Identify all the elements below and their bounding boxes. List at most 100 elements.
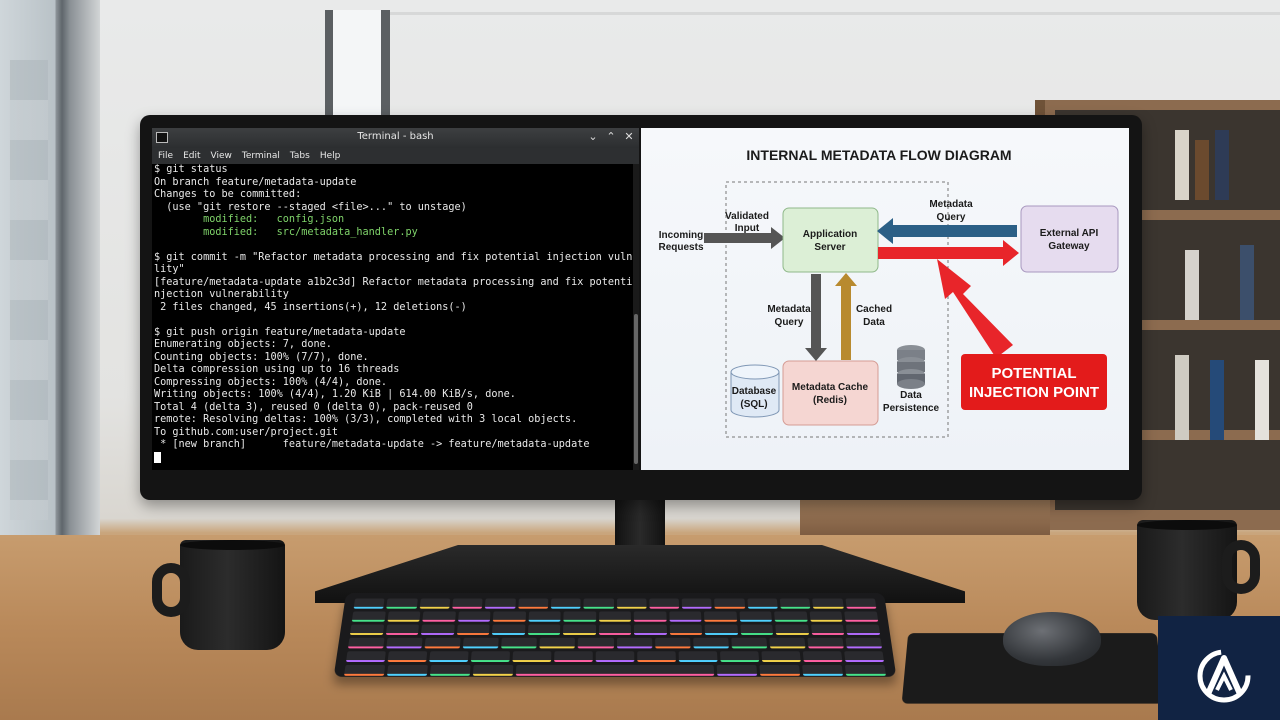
diagram-title: INTERNAL METADATA FLOW DIAGRAM bbox=[746, 147, 1011, 163]
menu-terminal[interactable]: Terminal bbox=[241, 151, 280, 161]
keyboard-key bbox=[386, 664, 428, 676]
keyboard-key bbox=[485, 598, 516, 609]
terminal-line: Total 4 (delta 3), reused 0 (delta 0), p… bbox=[154, 401, 473, 413]
metadata-cache-node bbox=[782, 360, 879, 426]
keyboard-key bbox=[539, 637, 576, 649]
keyboard-key bbox=[731, 637, 768, 649]
keyboard-key bbox=[457, 611, 491, 622]
database-label-2: (SQL) bbox=[740, 399, 767, 410]
keyboard-key bbox=[779, 598, 811, 609]
terminal-line: * [new branch] feature/metadata-update -… bbox=[154, 439, 590, 450]
keyboard-key bbox=[515, 664, 715, 676]
incoming-label-2: Requests bbox=[658, 242, 703, 253]
keyboard-key bbox=[704, 624, 738, 635]
keyboard-key bbox=[595, 651, 635, 662]
keyboard-key bbox=[812, 598, 844, 609]
right-mug-handle bbox=[1222, 540, 1260, 594]
keyboard-key bbox=[349, 624, 384, 635]
keyboard-key bbox=[472, 664, 514, 676]
application-server-node bbox=[782, 207, 879, 273]
keyboard-key bbox=[775, 624, 810, 635]
terminal-scrollbar[interactable] bbox=[633, 164, 639, 470]
office-window bbox=[0, 0, 100, 540]
keyboard-key bbox=[501, 637, 538, 649]
terminal-title: Terminal - bash bbox=[357, 131, 434, 142]
keyboard-key bbox=[387, 651, 428, 662]
keyboard-key bbox=[747, 598, 778, 609]
cached-data-label-1: Cached bbox=[856, 304, 892, 315]
keyboard-key bbox=[387, 611, 421, 622]
menu-help[interactable]: Help bbox=[319, 151, 341, 161]
app-server-label-1: Application bbox=[803, 229, 857, 240]
terminal-prompt-line[interactable] bbox=[154, 451, 632, 465]
terminal-titlebar[interactable]: Terminal - bash ⌄ ⌃ ✕ bbox=[152, 128, 639, 148]
keyboard-key bbox=[810, 624, 845, 635]
keyboard-key bbox=[634, 611, 667, 622]
text-cursor bbox=[154, 451, 161, 463]
terminal-line: Delta compression using up to 16 threads bbox=[154, 364, 400, 375]
terminal-line: modified: src/metadata_handler.py bbox=[154, 226, 418, 238]
outbound-red-arrow bbox=[878, 240, 1019, 266]
keyboard-key bbox=[456, 624, 490, 635]
menu-view[interactable]: View bbox=[210, 151, 232, 161]
validated-input-label-2: Input bbox=[735, 223, 760, 234]
menu-file[interactable]: File bbox=[158, 151, 174, 161]
persistence-label-1: Data bbox=[900, 390, 922, 401]
terminal-line: remote: Resolving deltas: 100% (3/3), co… bbox=[154, 414, 578, 425]
terminal-line: To github.com:user/project.git bbox=[154, 426, 339, 438]
close-icon[interactable]: ✕ bbox=[624, 130, 634, 143]
keyboard-key bbox=[844, 664, 886, 676]
keyboard-key bbox=[512, 651, 552, 662]
keyboard-key bbox=[386, 637, 423, 649]
right-mug bbox=[1137, 520, 1237, 620]
keyboard-key bbox=[704, 611, 738, 622]
terminal-menubar: File Edit View Terminal Tabs Help bbox=[152, 148, 639, 164]
terminal-line: $ git commit -m "Refactor metadata proce… bbox=[154, 251, 639, 263]
keyboard-key bbox=[563, 611, 596, 622]
keyboard-key bbox=[419, 598, 451, 609]
keyboard-key bbox=[452, 598, 483, 609]
cached-data-label-2: Data bbox=[863, 317, 885, 328]
internal-boundary bbox=[725, 181, 949, 438]
keyboard-key bbox=[616, 637, 652, 649]
external-api-label-1: External API bbox=[1040, 228, 1099, 239]
keyboard-key bbox=[429, 651, 469, 662]
terminal-window[interactable]: Terminal - bash ⌄ ⌃ ✕ File Edit View Ter… bbox=[152, 128, 639, 470]
metadata-query-top-label-2: Query bbox=[937, 212, 966, 223]
keyboard-key bbox=[802, 664, 844, 676]
terminal-line: On branch feature/metadata-update bbox=[154, 176, 357, 188]
incoming-label-1: Incoming bbox=[659, 230, 703, 241]
terminal-scroll-thumb[interactable] bbox=[634, 314, 638, 464]
left-mug bbox=[180, 540, 285, 650]
metadata-query-down-arrow bbox=[805, 274, 827, 361]
keyboard-key bbox=[740, 624, 774, 635]
keyboard-key bbox=[802, 651, 843, 662]
menu-tabs[interactable]: Tabs bbox=[289, 151, 310, 161]
persistence-label-2: Persistence bbox=[883, 403, 940, 414]
external-api-label-2: Gateway bbox=[1048, 241, 1090, 252]
menu-edit[interactable]: Edit bbox=[183, 151, 201, 161]
keyboard-key bbox=[769, 637, 806, 649]
flow-diagram-panel: INTERNAL METADATA FLOW DIAGRAM bbox=[641, 128, 1129, 470]
minimize-icon[interactable]: ⌄ bbox=[588, 130, 598, 143]
external-api-node bbox=[1020, 205, 1119, 273]
keyboard-key bbox=[761, 651, 801, 662]
terminal-line: 2 files changed, 45 insertions(+), 12 de… bbox=[154, 301, 467, 313]
keyboard-key bbox=[353, 598, 385, 609]
terminal-app-icon bbox=[156, 132, 168, 143]
keyboard-key bbox=[845, 637, 883, 649]
callout-label-2: INJECTION POINT bbox=[969, 384, 1099, 401]
maximize-icon[interactable]: ⌃ bbox=[606, 130, 616, 143]
validated-input-label-1: Validated bbox=[725, 211, 769, 222]
cache-label-2: (Redis) bbox=[813, 395, 847, 406]
injection-point-callout bbox=[961, 354, 1107, 410]
app-server-label-2: Server bbox=[814, 242, 845, 253]
keyboard-key bbox=[678, 651, 718, 662]
terminal-line: Counting objects: 100% (7/7), done. bbox=[154, 351, 369, 363]
keyboard-key bbox=[347, 637, 385, 649]
cache-label-1: Metadata Cache bbox=[792, 382, 869, 393]
keyboard-key bbox=[463, 637, 500, 649]
keyboard-key bbox=[716, 664, 758, 676]
keyboard-key bbox=[470, 651, 511, 662]
